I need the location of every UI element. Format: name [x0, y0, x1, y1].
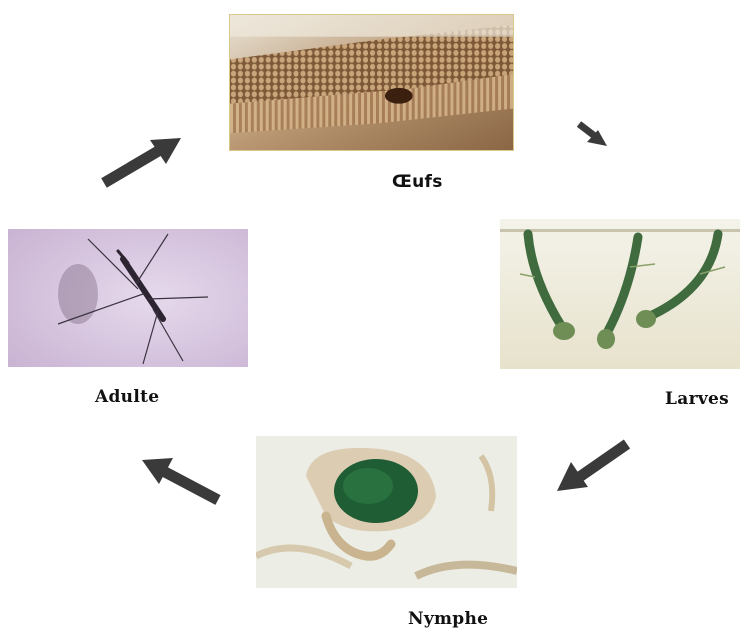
arrow-eggs-to-larvae — [579, 124, 607, 146]
adult-photo — [8, 229, 248, 367]
larvae-photo — [500, 219, 740, 369]
adult-label: Adulte — [95, 387, 159, 407]
arrow-larvae-to-pupa — [557, 444, 627, 491]
eggs-label: Œufs — [392, 172, 443, 192]
eggs-photo — [229, 14, 514, 151]
arrow-pupa-to-adult — [142, 458, 218, 500]
arrow-adult-to-eggs — [104, 138, 181, 183]
pupa-label: Nymphe — [408, 609, 488, 629]
pupa-photo — [256, 436, 517, 588]
larvae-label: Larves — [665, 389, 729, 409]
